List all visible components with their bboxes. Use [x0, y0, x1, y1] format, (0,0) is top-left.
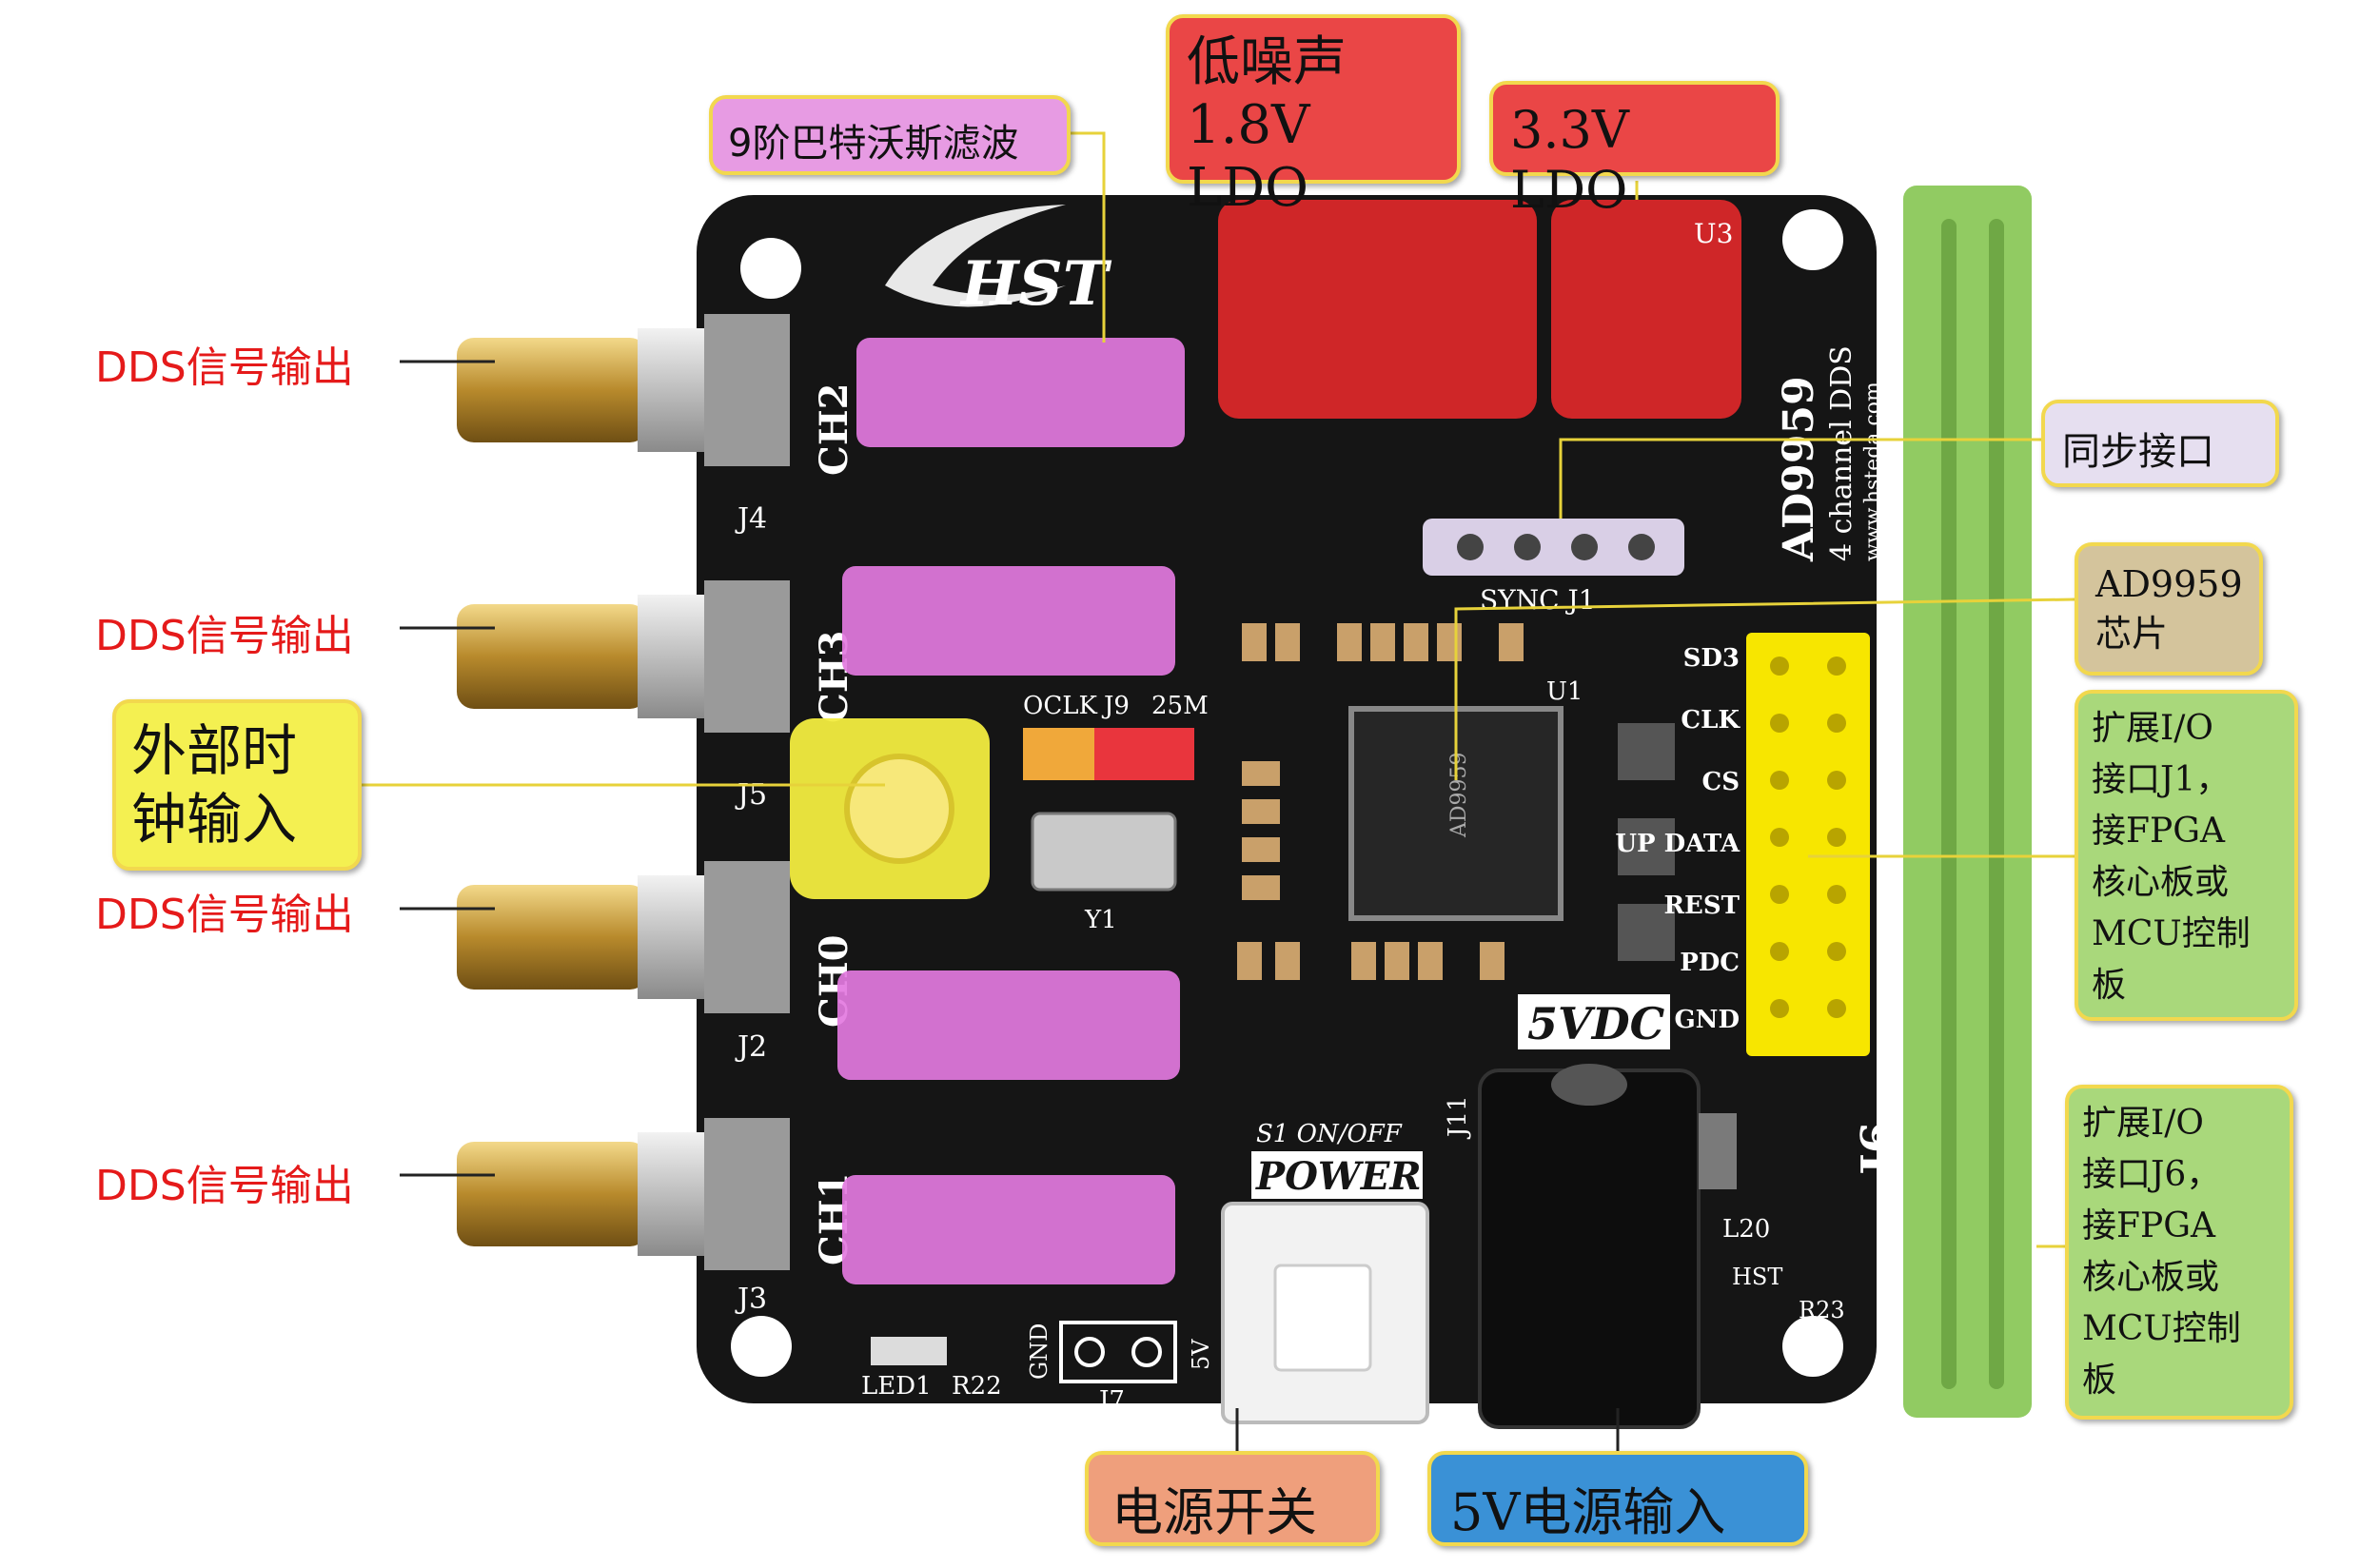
ldo-3v3-highlight [1551, 200, 1741, 419]
dc-barrel-jack [1478, 1068, 1701, 1429]
chip-marking: AD9959 [1447, 752, 1471, 838]
power-input-callout: 5V电源输入 [1427, 1451, 1808, 1546]
brand-website: www.hsteda.com [1861, 382, 1885, 561]
ext-clock-connector-core [844, 754, 954, 864]
ext-io-j1-callout: 扩展I/O 接口J1， 接FPGA 核心板或 MCU控制 板 [2075, 690, 2298, 1021]
ext-j1-line1: 扩展I/O [2092, 709, 2213, 748]
power-switch-callout: 电源开关 [1085, 1451, 1380, 1546]
ext-j1-line2: 接口J1， [2092, 760, 2231, 799]
j7-header [1059, 1321, 1177, 1383]
svg-text:GND: GND [1674, 1006, 1740, 1034]
label-j11: J11 [1444, 1095, 1472, 1140]
ext-clock-line1: 外部时 [131, 718, 298, 783]
filter-callout: 9阶巴特沃斯滤波 [709, 95, 1071, 175]
ext-j6-line3: 接FPGA [2082, 1206, 2215, 1245]
j1-control-header [1746, 633, 1870, 1056]
dds-output-label-ch1: DDS信号输出 [95, 1162, 354, 1210]
j6-pins [1941, 219, 2004, 1389]
label-power: POWER [1255, 1154, 1422, 1199]
sync-callout-text: 同步接口 [2062, 430, 2214, 474]
label-u1: U1 [1546, 677, 1583, 706]
dds-output-label-ch0: DDS信号输出 [95, 891, 354, 939]
label-l20: L20 [1722, 1215, 1770, 1244]
ldo-1v8-callout-line1: 低噪声 [1187, 31, 1347, 93]
label-gnd: GND [1026, 1323, 1052, 1380]
chip-callout-line1: AD9959 [2095, 563, 2243, 605]
chip-callout: AD9959 芯片 [2075, 542, 2263, 676]
dds-output-label-ch2: DDS信号输出 [95, 343, 354, 392]
ldo-3v3-callout: 3.3V LDO [1489, 81, 1780, 220]
ext-j6-line4: 核心板或 [2082, 1258, 2220, 1297]
svg-text:CLK: CLK [1681, 706, 1740, 735]
ext-j6-line1: 扩展I/O [2082, 1104, 2204, 1143]
led1 [871, 1337, 947, 1365]
vdc-label-box [1518, 994, 1670, 1049]
label-u3: U3 [1694, 218, 1733, 249]
power-switch-callout-text: 电源开关 [1111, 1482, 1317, 1542]
sync-callout: 同步接口 [2041, 400, 2279, 487]
passive-components [1237, 623, 1675, 980]
label-led1: LED1 [861, 1372, 932, 1401]
label-j3: J3 [735, 1283, 767, 1316]
ext-j6-line5: MCU控制 [2082, 1309, 2241, 1348]
svg-text:PDC: PDC [1680, 949, 1740, 977]
hst-logo-swoosh [885, 205, 1066, 307]
label-r22: R22 [952, 1372, 1002, 1401]
chip-callout-line2: 芯片 [2095, 613, 2169, 655]
ldo-1v8-callout-line2: 1.8V LDO [1187, 94, 1310, 219]
sync-header [1423, 519, 1684, 576]
ldo-1v8-callout: 低噪声 1.8V LDO [1166, 14, 1461, 219]
label-25m: 25M [1151, 692, 1209, 720]
label-5vdc: 5VDC [1527, 998, 1665, 1049]
label-s1: S1 ON/OFF [1256, 1120, 1403, 1148]
label-hst: HST [1732, 1264, 1782, 1290]
leader-lines [400, 360, 495, 1177]
filter-highlights [837, 338, 1185, 1284]
label-oclk: OCLK [1023, 692, 1097, 720]
label-j2: J2 [735, 1030, 767, 1064]
label-j7: J7 [1096, 1386, 1125, 1415]
label-j6: J6 [1852, 1122, 1905, 1179]
ext-j1-line3: 接FPGA [2092, 812, 2225, 851]
brand-4-channel-dds: 4 channel DDS [1825, 345, 1858, 561]
ext-j1-line5: MCU控制 [2092, 914, 2251, 953]
callout-connectors [357, 131, 2075, 1248]
label-j9: J9 [1101, 692, 1130, 720]
filter-callout-text: 9阶巴特沃斯滤波 [728, 122, 1019, 166]
label-j4: J4 [735, 502, 767, 536]
ext-clock-callout: 外部时 钟输入 [112, 699, 362, 871]
power-label-box [1251, 1151, 1423, 1199]
ext-io-j6-callout: 扩展I/O 接口J6， 接FPGA 核心板或 MCU控制 板 [2065, 1085, 2293, 1420]
svg-text:REST: REST [1663, 892, 1740, 920]
mounting-holes [731, 209, 1843, 1377]
ext-j6-line2: 接口J6， [2082, 1155, 2221, 1194]
label-5v: 5V [1188, 1339, 1214, 1370]
label-y1: Y1 [1084, 906, 1117, 934]
ext-j1-line6: 板 [2092, 966, 2127, 1005]
sma-connectors [457, 314, 790, 1270]
ldo-1v8-highlight [1218, 200, 1537, 419]
label-r23: R23 [1799, 1297, 1845, 1323]
ext-clock-line2: 钟输入 [131, 787, 298, 852]
j6-expansion-header [1903, 186, 2032, 1418]
label-ch2: CH2 [812, 383, 856, 476]
label-sync: SYNC J1 [1480, 584, 1596, 616]
dds-output-label-ch3: DDS信号输出 [95, 612, 354, 660]
power-input-callout-text: 5V电源输入 [1450, 1482, 1726, 1542]
brand-ad9959: AD9959 [1775, 376, 1823, 562]
crystal-oscillator [1031, 812, 1177, 892]
label-j5: J5 [735, 778, 767, 812]
hst-logo-text: HST [959, 248, 1112, 320]
ldo-3v3-callout-text: 3.3V LDO [1510, 100, 1629, 220]
ext-j6-line6: 板 [2082, 1361, 2117, 1400]
callout-connectors-dark [1235, 1408, 1620, 1456]
header-pin-labels-left: SD3 CLK CS UP DATA REST PDC GND [1615, 644, 1740, 1034]
svg-text:SD3: SD3 [1683, 644, 1740, 673]
svg-text:UP DATA: UP DATA [1615, 830, 1740, 858]
ext-j1-line4: 核心板或 [2092, 863, 2230, 902]
svg-text:CS: CS [1702, 768, 1740, 796]
